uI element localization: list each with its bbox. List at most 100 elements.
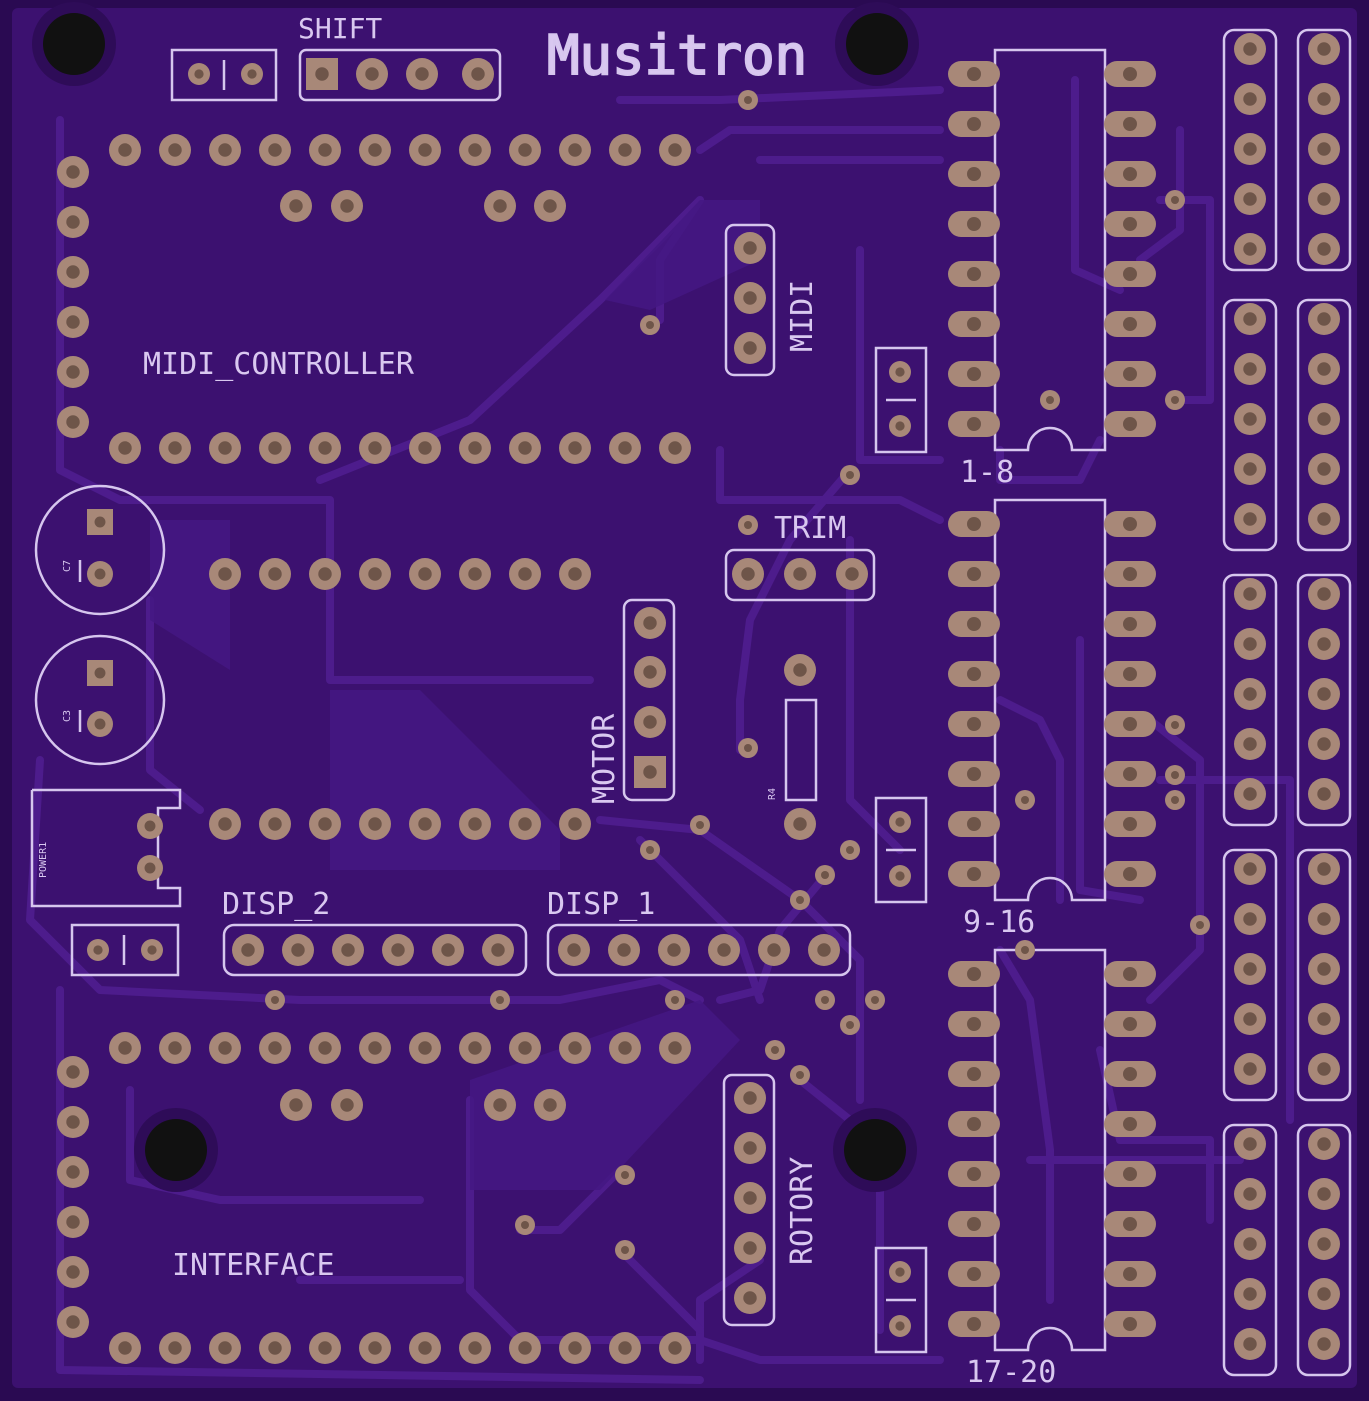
pad-drill: [1243, 242, 1257, 256]
pad-drill: [1123, 717, 1137, 731]
pad-drill: [793, 567, 807, 581]
pad-drill: [967, 667, 981, 681]
header-outline: [1296, 28, 1352, 272]
via-drill: [1196, 921, 1204, 929]
pad-drill: [518, 1041, 532, 1055]
pad-drill: [1317, 737, 1331, 751]
pad-drill: [967, 717, 981, 731]
pad-drill: [967, 1017, 981, 1031]
header-disp1-outline: [546, 923, 852, 977]
pad-drill: [365, 67, 379, 81]
board-title: Musitron: [547, 24, 807, 87]
pad-drill: [1123, 1167, 1137, 1181]
pad-drill: [268, 1041, 282, 1055]
pad-drill: [967, 117, 981, 131]
pad-drill: [518, 441, 532, 455]
pad-drill: [1243, 142, 1257, 156]
pad-drill: [1317, 242, 1331, 256]
via-drill: [1171, 721, 1179, 729]
pad-drill: [1243, 1062, 1257, 1076]
via-drill: [621, 1171, 629, 1179]
pad-drill: [895, 421, 905, 431]
via-drill: [871, 996, 879, 1004]
vias: [265, 90, 1210, 1260]
pad-drill: [543, 1098, 557, 1112]
label-chip-17-20: 17-20: [966, 1355, 1056, 1390]
label-trim: TRIM: [774, 511, 846, 546]
header-rotory-outline: [722, 1073, 776, 1327]
pad-drill: [1243, 962, 1257, 976]
pad-drill: [1243, 462, 1257, 476]
trace: [466, 1096, 944, 1364]
label-c3: C3: [62, 710, 73, 722]
via-drill: [744, 744, 752, 752]
jumper-outline: [874, 796, 928, 904]
pad-drill: [717, 943, 731, 957]
pad-drill: [668, 1041, 682, 1055]
via-drill: [796, 1071, 804, 1079]
trace: [1076, 636, 1144, 904]
jumper-outline: [874, 1246, 928, 1354]
pad-drill: [643, 765, 657, 779]
pad-drill: [268, 441, 282, 455]
pad-drill: [518, 1341, 532, 1355]
jumper-outline: [170, 48, 278, 102]
pad-drill: [895, 367, 905, 377]
via-drill: [744, 96, 752, 104]
pad-drill: [391, 943, 405, 957]
header-outline: [1222, 573, 1278, 827]
pad-drill: [1243, 1337, 1257, 1351]
pad-drill: [1123, 417, 1137, 431]
dip-chip-outline: [993, 48, 1107, 452]
pad-drill: [668, 1341, 682, 1355]
pad-drill: [967, 67, 981, 81]
header-disp2-outline: [222, 923, 528, 977]
pad-drill: [743, 1091, 757, 1105]
pad-drill: [168, 143, 182, 157]
pad-drill: [318, 567, 332, 581]
pad-drill: [318, 143, 332, 157]
pad-drill: [518, 143, 532, 157]
pad-drill: [268, 1341, 282, 1355]
pad-drill: [1243, 92, 1257, 106]
pad-drill: [1123, 1217, 1137, 1231]
via-drill: [271, 996, 279, 1004]
pad-drill: [340, 199, 354, 213]
pad-drill: [967, 1267, 981, 1281]
pad-drill: [1123, 217, 1137, 231]
pad-drill: [743, 291, 757, 305]
pad-drill: [418, 817, 432, 831]
trace: [856, 246, 944, 464]
label-c7: C7: [62, 560, 73, 572]
trace: [1096, 1046, 1214, 1224]
pad-drill: [247, 69, 257, 79]
pad-drill: [418, 143, 432, 157]
dip-chip-outline: [993, 498, 1107, 902]
pad-drill: [741, 567, 755, 581]
via-drill: [1171, 796, 1179, 804]
silkscreen-outlines: [30, 28, 1352, 1377]
pad-drill: [1243, 912, 1257, 926]
via-drill: [846, 471, 854, 479]
trace: [146, 596, 204, 814]
pad-drill: [1317, 142, 1331, 156]
pad-drill: [967, 167, 981, 181]
pad-drill: [967, 1217, 981, 1231]
trace: [616, 86, 944, 104]
pad-drill: [1317, 362, 1331, 376]
pad-drill: [967, 267, 981, 281]
pad-drill: [568, 567, 582, 581]
pad-drill: [368, 1341, 382, 1355]
pad-drill: [218, 1041, 232, 1055]
pad-drill: [1317, 587, 1331, 601]
pad-drill: [118, 143, 132, 157]
trace: [996, 696, 1064, 904]
pad-drill: [1243, 1137, 1257, 1151]
pad-drill: [289, 199, 303, 213]
pad-drill: [66, 165, 80, 179]
pad-drill: [1317, 862, 1331, 876]
label-disp-2: DISP_2: [222, 887, 330, 922]
pad-drill: [94, 516, 106, 528]
pad-drill: [94, 667, 106, 679]
pad-drill: [743, 1141, 757, 1155]
